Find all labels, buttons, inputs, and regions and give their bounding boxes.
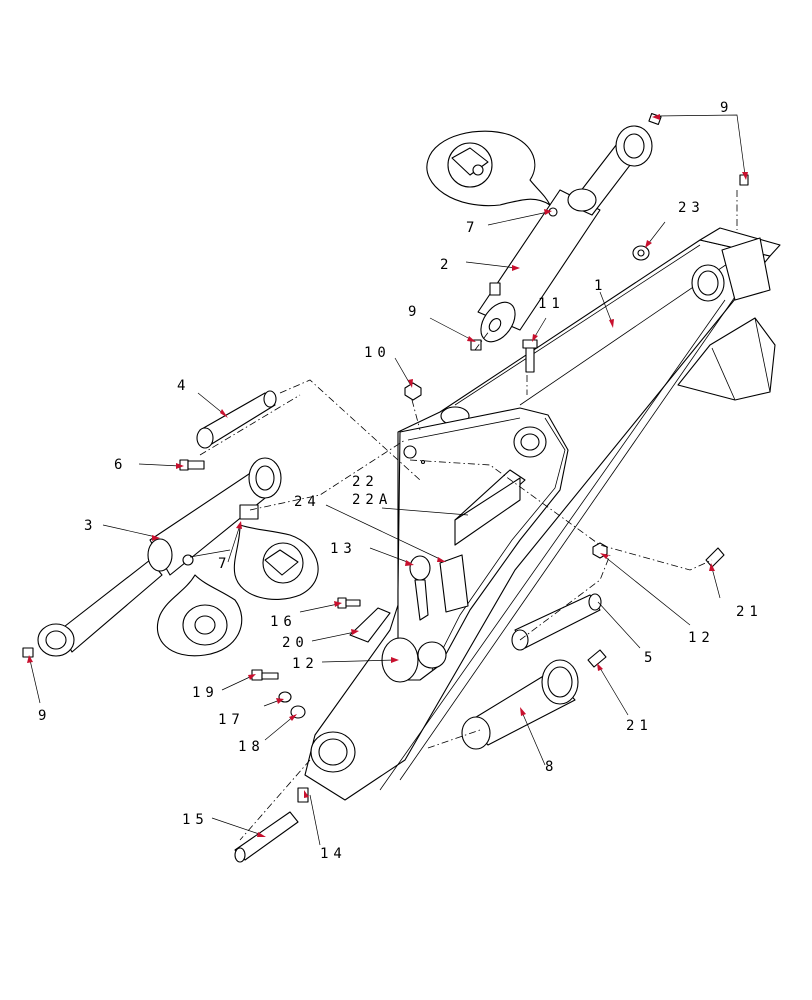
nut-part-10 (404, 382, 422, 401)
callout-22a: 22A (352, 492, 392, 508)
callout-labels: 1 2 3 4 5 6 7 7 8 9 9 9 10 11 12 12 13 1… (38, 100, 763, 862)
callout-12-right: 12 (688, 630, 715, 646)
callout-22: 22 (352, 474, 379, 490)
callout-21-low: 21 (626, 718, 653, 734)
callout-7-lower: 7 (218, 556, 231, 572)
fitting-part-21-low (587, 649, 607, 668)
detail-bubble-upper (426, 130, 551, 207)
alignment-lines (199, 190, 738, 841)
callout-3: 3 (84, 518, 97, 534)
pin-part-4 (196, 390, 277, 449)
callout-17: 17 (218, 712, 245, 728)
callout-20: 20 (282, 635, 309, 651)
washer-part-12-left (381, 637, 419, 683)
bolt-part-19 (251, 669, 279, 681)
callout-16: 16 (270, 614, 297, 630)
callout-14: 14 (320, 846, 347, 862)
bolt-part-6 (179, 459, 205, 471)
callout-5: 5 (644, 650, 657, 666)
decal-24 (439, 554, 469, 613)
callout-15: 15 (182, 812, 209, 828)
callout-9-mid: 9 (408, 304, 421, 320)
bracket-part-20 (349, 607, 391, 643)
callout-12-left: 12 (292, 656, 319, 672)
lynch-pin-part-13 (409, 555, 431, 621)
callout-19: 19 (192, 685, 219, 701)
callout-21-right: 21 (736, 604, 763, 620)
fitting-part-14 (297, 787, 309, 803)
callout-2: 2 (440, 257, 453, 273)
hydraulic-cylinder-part-2 (477, 125, 653, 343)
detail-bubble-lower-right (233, 524, 319, 600)
side-plate (397, 407, 569, 681)
callout-18: 18 (238, 739, 265, 755)
decal-22-panel (454, 477, 521, 546)
callout-24: 24 (294, 494, 321, 510)
callout-7-upper: 7 (466, 220, 479, 236)
pin-part-8 (461, 659, 579, 750)
callout-6: 6 (114, 457, 127, 473)
callout-13: 13 (330, 541, 357, 557)
callout-4: 4 (177, 378, 190, 394)
hydraulic-cylinder-part-3 (37, 457, 282, 657)
callout-11: 11 (538, 296, 565, 312)
grease-fitting-9-left (22, 647, 34, 658)
leader-lines (27, 114, 748, 846)
callout-9-top: 9 (720, 100, 733, 116)
pin-part-5 (511, 593, 602, 651)
callout-9-left: 9 (38, 708, 51, 724)
grease-fitting-9-mid (470, 339, 482, 351)
callout-8: 8 (545, 759, 558, 775)
callout-23: 23 (678, 200, 705, 216)
bolt-part-11 (522, 339, 538, 373)
callout-10: 10 (364, 345, 391, 361)
detail-bubble-lower-left (156, 574, 243, 657)
fitting-part-21-right (705, 547, 725, 568)
callout-1: 1 (594, 278, 607, 294)
